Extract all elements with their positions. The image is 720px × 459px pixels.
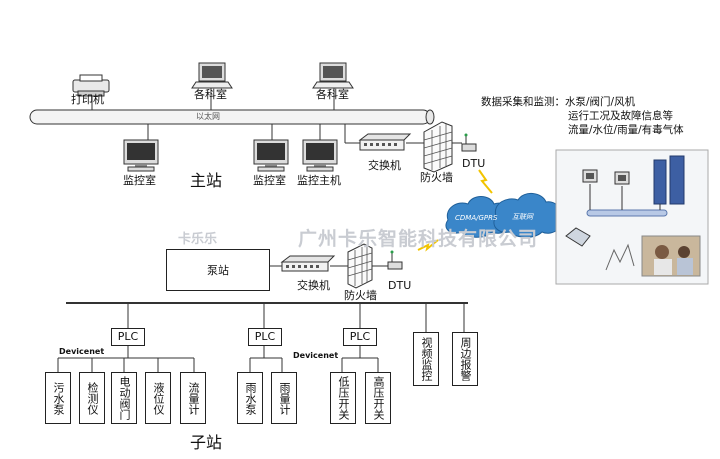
switch-icon: [358, 133, 412, 151]
info-line-2: 运行工况及故障信息等: [568, 110, 673, 122]
watermark-logo: 卡乐乐: [178, 232, 218, 247]
dtu-icon: [461, 133, 477, 152]
device-box: 污水泵: [45, 372, 71, 424]
firewall-icon: [347, 243, 373, 289]
pump-station-box: 泵站: [166, 249, 270, 291]
device-label: 电动阀门: [118, 376, 131, 420]
monitor-icon: [302, 139, 338, 172]
dtu-icon: [387, 250, 403, 270]
device-label: 高压开关: [372, 376, 385, 420]
device-label: 低压开关: [337, 376, 350, 420]
device-box: 流量计: [180, 372, 206, 424]
info-line-1: 数据采集和监测：水泵/阀门/风机: [481, 96, 636, 108]
device-box: 雨水泵: [237, 372, 263, 424]
device-label: 检测仪: [86, 381, 99, 415]
wireless-link-icon: [478, 169, 493, 194]
ethernet-bus-label: 以太网: [196, 112, 220, 121]
switch-icon: [280, 255, 336, 272]
plc-box: PLC: [248, 328, 282, 346]
printer-label: 打印机: [71, 93, 104, 106]
video-monitor-label: 视频监控: [420, 337, 433, 381]
device-label: 雨量计: [278, 381, 291, 415]
device-label: 流量计: [187, 381, 200, 415]
monitor-icon: [253, 139, 289, 172]
monitor-room-label: 监控室: [253, 174, 286, 187]
devicenet-label: Devicenet: [59, 347, 105, 356]
dept-room-label: 各科室: [194, 88, 227, 101]
switch-label: 交换机: [297, 279, 330, 292]
cellular-cloud-label: CDMA/GPRS: [455, 214, 498, 222]
perimeter-alarm-label: 周边报警: [459, 337, 472, 381]
ethernet-bus: [29, 109, 435, 125]
device-box: 检测仪: [79, 372, 105, 424]
device-box: 高压开关: [365, 372, 391, 424]
dtu-label: DTU: [388, 279, 412, 292]
device-box: 雨量计: [271, 372, 297, 424]
main-station-title: 主站: [190, 171, 223, 190]
firewall-label: 防火墙: [344, 289, 377, 302]
monitor-icon: [123, 139, 159, 172]
workstation-icon: [312, 62, 354, 89]
dept-room-label: 各科室: [316, 88, 349, 101]
dtu-label: DTU: [462, 157, 486, 170]
workstation-icon: [191, 62, 233, 89]
device-box: 液位仪: [145, 372, 171, 424]
monitor-room-label: 监控室: [123, 174, 156, 187]
firewall-label: 防火墙: [420, 171, 453, 184]
device-box: 电动阀门: [111, 372, 137, 424]
watermark-company: 广州卡乐智能科技有限公司: [298, 228, 539, 250]
monitor-host-label: 监控主机: [297, 174, 341, 187]
firewall-icon: [423, 121, 453, 173]
internet-cloud-label: 互联网: [512, 213, 533, 221]
device-label: 雨水泵: [244, 381, 257, 415]
video-monitor-box: 视频监控: [413, 332, 439, 386]
info-line-3: 流量/水位/雨量/有毒气体: [568, 124, 684, 136]
control-center-photo: [555, 149, 709, 285]
plc-box: PLC: [343, 328, 377, 346]
device-label: 液位仪: [152, 381, 165, 415]
wireless-link-icon: [417, 239, 439, 252]
switch-label: 交换机: [368, 159, 401, 172]
device-label: 污水泵: [52, 381, 65, 415]
devicenet-label: Devicenet: [293, 351, 339, 360]
plc-box: PLC: [111, 328, 145, 346]
printer-icon: [72, 74, 110, 97]
pump-station-label: 泵站: [207, 264, 229, 277]
sub-station-title: 子站: [190, 433, 223, 452]
perimeter-alarm-box: 周边报警: [452, 332, 478, 386]
device-box: 低压开关: [330, 372, 356, 424]
